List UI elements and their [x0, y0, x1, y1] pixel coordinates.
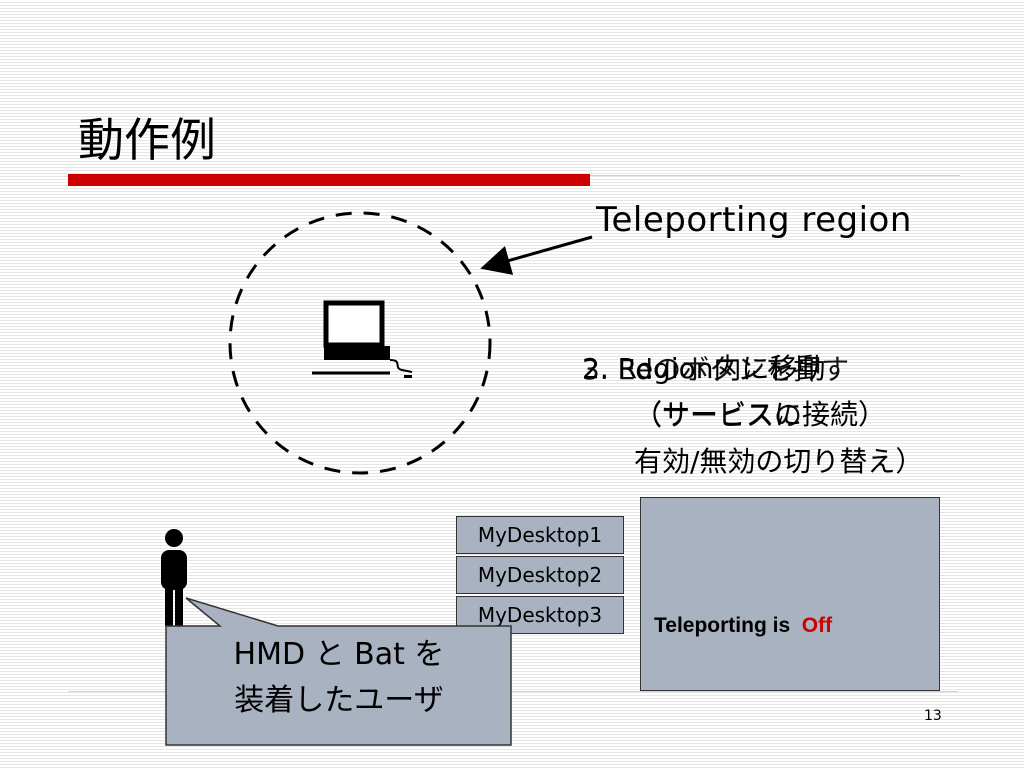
step2-line2: （サービスに接続）: [634, 398, 887, 431]
teleporting-region-label: Teleporting region: [596, 200, 912, 240]
person-icon: [161, 529, 187, 626]
step3-line1: 3. Edのボタンを押す: [582, 353, 850, 386]
region-pointer-arrow: [480, 235, 593, 275]
slide-title: 動作例: [78, 113, 216, 167]
callout-line1: HMD と Bat を: [233, 637, 445, 672]
desktop-item-2[interactable]: MyDesktop2: [456, 556, 624, 594]
teleporting-status-panel: [640, 497, 940, 691]
step2-line1: 2. Region内に移動: [582, 352, 826, 385]
computer-icon: [312, 300, 413, 378]
callout-line2: 装着したユーザ: [234, 683, 444, 718]
teleporting-state-value: Off: [801, 614, 833, 637]
title-underline-bar: [68, 174, 590, 186]
user-callout-text: HMD と Bat を 装着したユーザ: [166, 632, 512, 724]
footer-rule: [68, 691, 958, 692]
teleporting-status-label: Teleporting is: [654, 614, 791, 637]
desktop-item-1[interactable]: MyDesktop1: [456, 516, 624, 554]
teleporting-status-text: Teleporting is Off: [654, 614, 832, 638]
user-callout-bubble: [165, 597, 512, 746]
title-rule: [590, 175, 960, 176]
slide-number: 13: [924, 708, 942, 724]
teleporting-region-circle: [228, 211, 492, 475]
step3-line2: （サービスの: [634, 399, 803, 432]
step3-line3: 有効/無効の切り替え）: [634, 445, 924, 478]
